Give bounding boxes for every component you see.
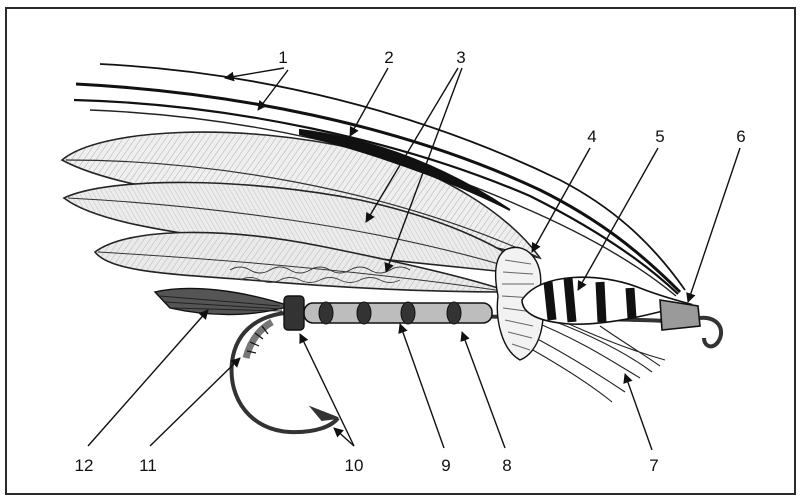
callout-label-2: 2 bbox=[384, 48, 393, 67]
callout-label-6: 6 bbox=[736, 127, 745, 146]
callout-label-4: 4 bbox=[587, 127, 596, 146]
callout-label-5: 5 bbox=[655, 127, 664, 146]
callout-label-11: 11 bbox=[139, 456, 157, 475]
callout-label-12: 12 bbox=[75, 456, 94, 475]
callout-label-1: 1 bbox=[278, 48, 287, 67]
callout-label-10: 10 bbox=[345, 456, 364, 475]
callout-label-3: 3 bbox=[456, 48, 465, 67]
butt bbox=[284, 296, 304, 330]
callout-label-8: 8 bbox=[502, 456, 511, 475]
callout-label-9: 9 bbox=[441, 456, 450, 475]
callout-label-7: 7 bbox=[649, 456, 658, 475]
